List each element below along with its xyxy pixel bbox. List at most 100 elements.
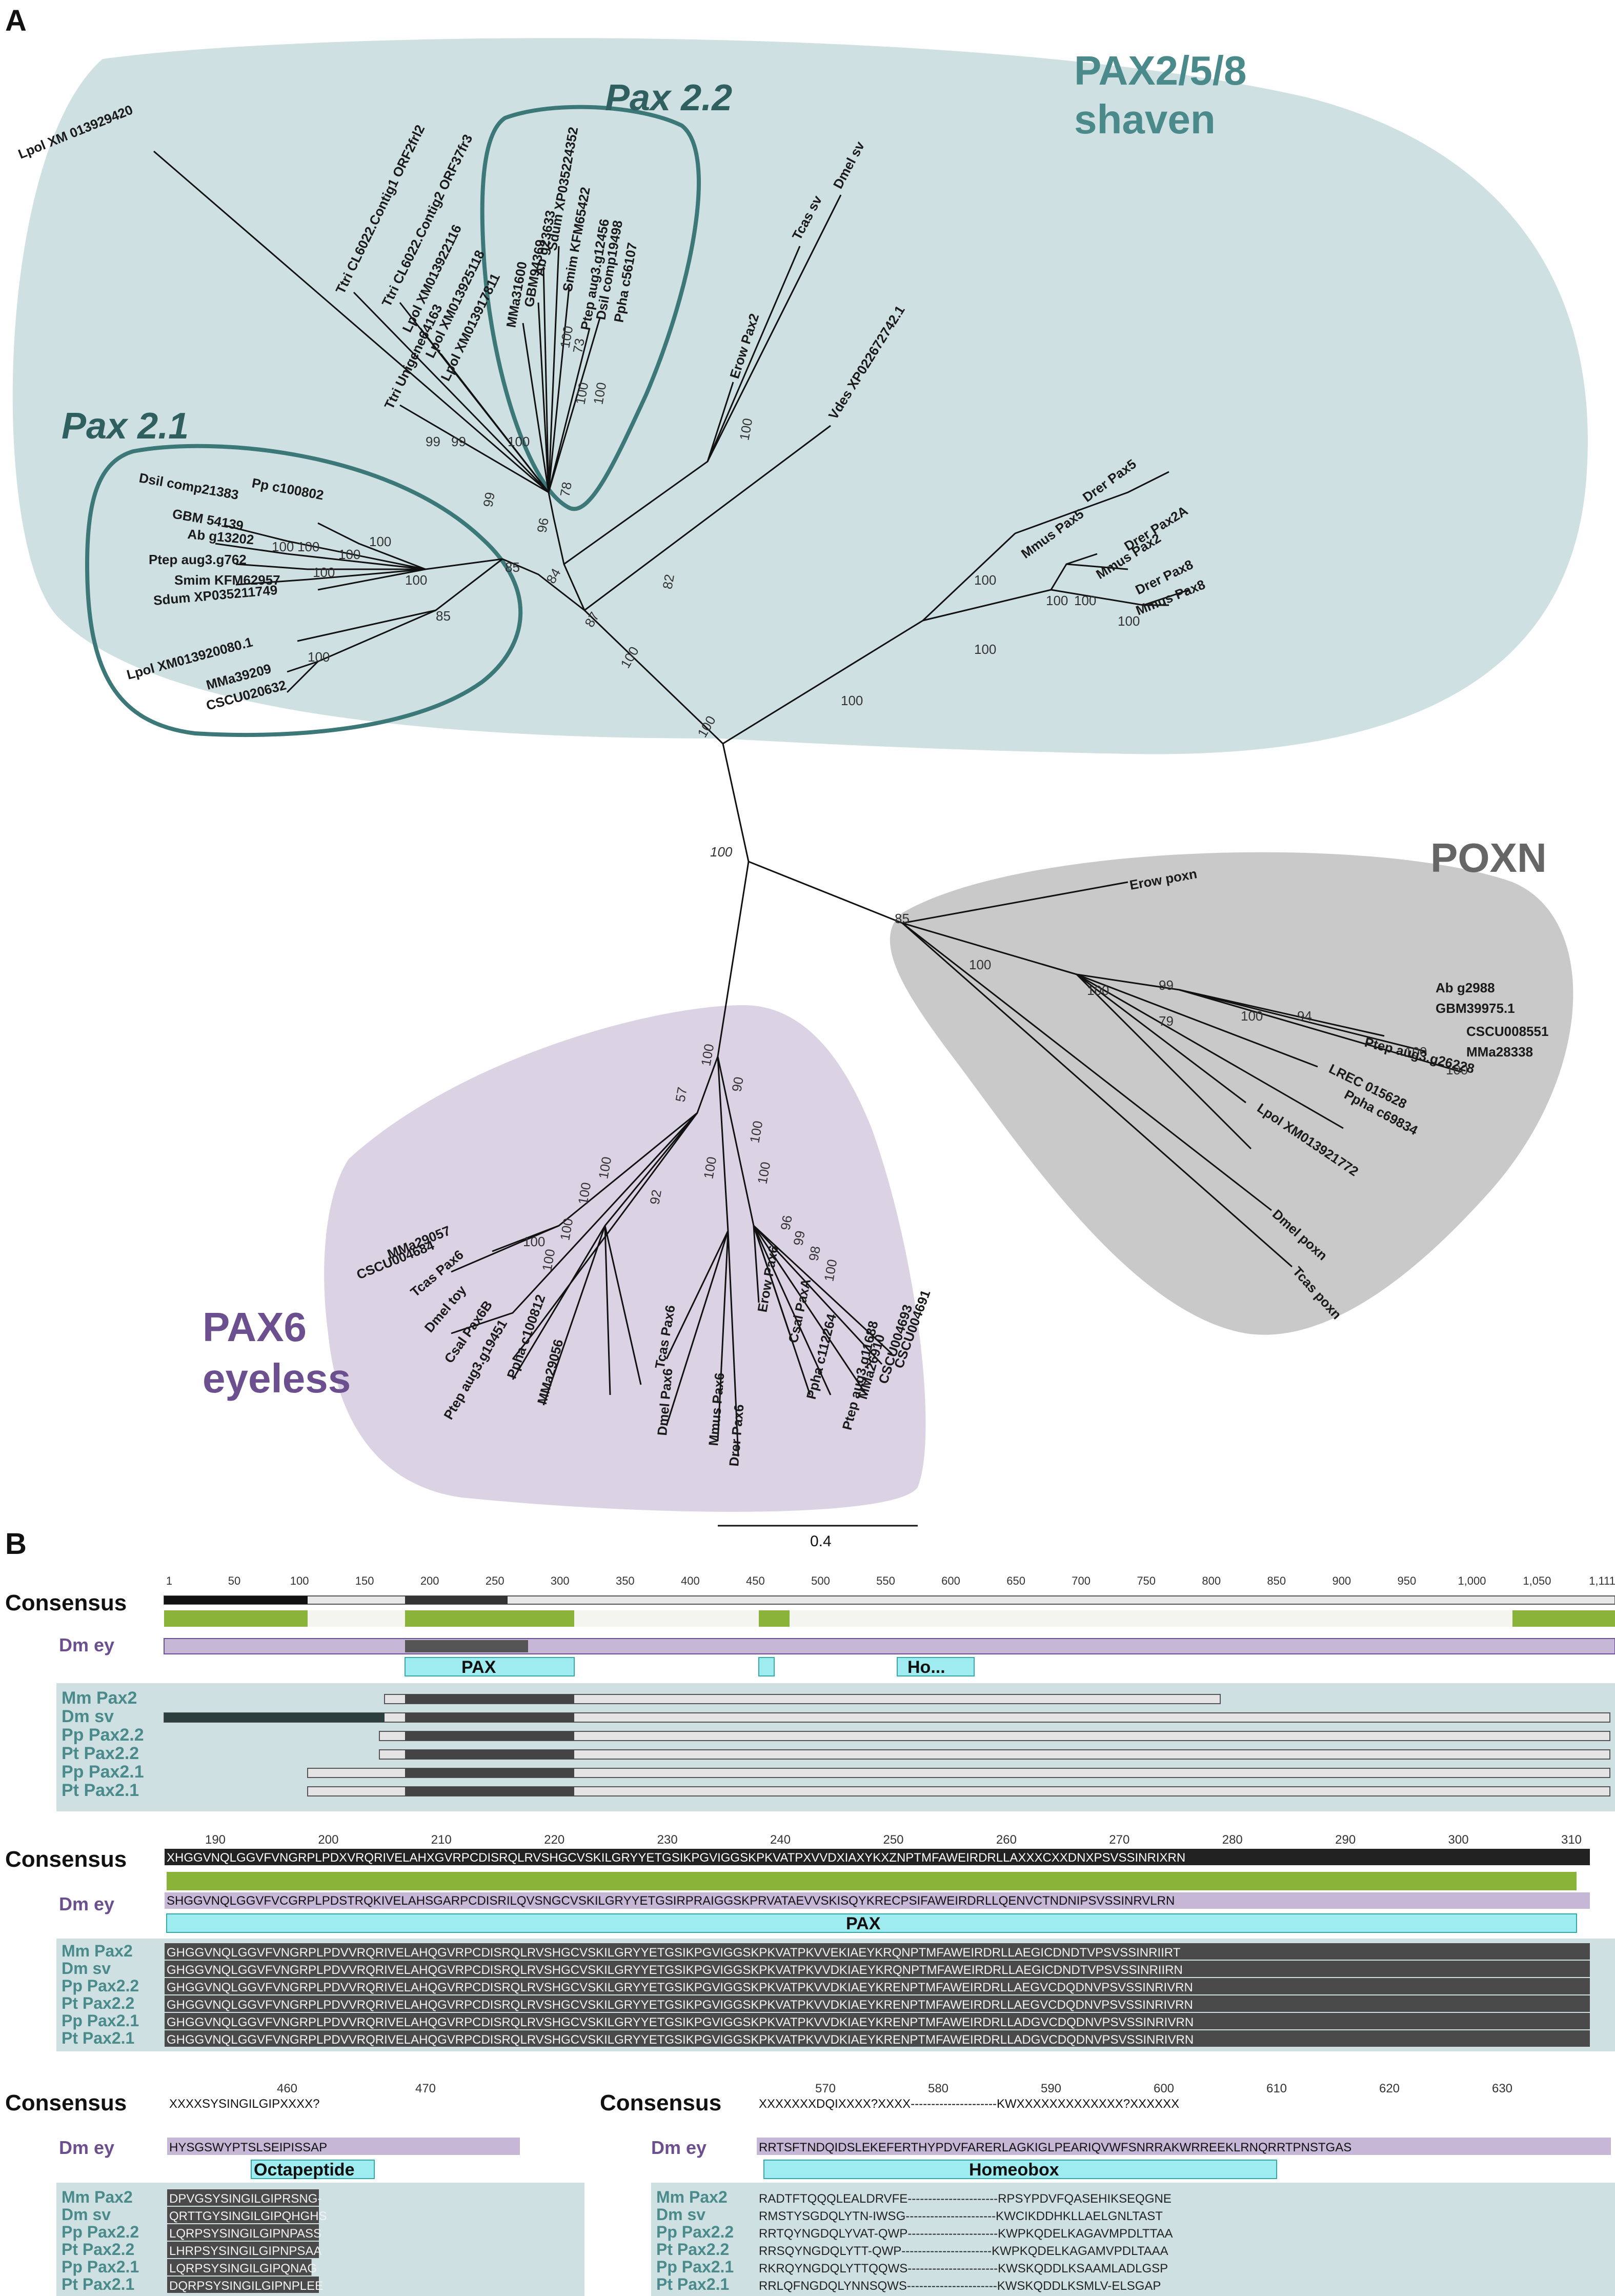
pax-consensus-seq: XHGGVNQLGGVFVNGRPLPDXVRQRIVELAHXGVRPCDIS… (167, 1851, 1185, 1865)
pax-sequence-block: XHGGVNQLGGVFVNGRPLPDXVRQRIVELAHXGVRPCDIS… (62, 1849, 1590, 2047)
svg-text:85: 85 (895, 911, 910, 926)
pax-domain-arrow (405, 1657, 575, 1676)
svg-text:100: 100 (698, 1043, 717, 1067)
species-label: Pt Pax2.1 (656, 2275, 729, 2293)
sequence-row: GHGGVNQLGGVFVNGRPLPDVVRQRIVELAHQGVRPCDIS… (167, 2015, 1194, 2029)
svg-text:100: 100 (557, 1217, 576, 1242)
svg-text:100: 100 (821, 1258, 840, 1283)
species-pax-block (405, 1713, 574, 1722)
sequence-bg (165, 1995, 1590, 2012)
svg-text:100: 100 (308, 649, 330, 665)
svg-text:100: 100 (590, 381, 609, 406)
species-label: Pt Pax2.1 (62, 1781, 139, 1800)
homeobox-bar (763, 2160, 1277, 2179)
ho-domain-arrow (897, 1657, 975, 1676)
svg-text:100: 100 (1405, 1044, 1427, 1060)
sequence-row: LQRPSYSINGILGIPNPASS (169, 2227, 321, 2241)
svg-text:100: 100 (1241, 1008, 1263, 1024)
svg-text:100: 100 (1446, 1062, 1468, 1077)
sequence-row: GHGGVNQLGGVFVNGRPLPDVVRQRIVELAHQGVRPCDIS… (167, 1998, 1193, 2012)
bootstrap-values: 100 85 100 100 87 84 96 85 99 99 99 100 … (272, 325, 1468, 1283)
ruler-tick: 250 (883, 1833, 903, 1847)
species-label: Pp Pax2.2 (62, 1976, 139, 1995)
leaf: CSCU008551 (1466, 1024, 1548, 1039)
ruler-tick: 470 (415, 2082, 436, 2095)
sequence-bg (165, 2013, 1590, 2029)
ruler-tick: 450 (746, 1574, 765, 1587)
sequence-row: RRSQYNGDQLYTT-QWP----------------------K… (759, 2244, 1168, 2258)
sequence-row: LHRPSYSINGILGIPNPSAA (169, 2244, 321, 2258)
ruler-tick: 150 (355, 1574, 374, 1587)
species-pax-block (405, 1694, 574, 1704)
overview-dmey-label: Dm ey (59, 1634, 114, 1655)
svg-text:100: 100 (710, 844, 733, 860)
species-label: Mm Pax2 (62, 1688, 137, 1708)
oct-dmey-bg (167, 2138, 520, 2155)
leaf: Ab g2988 (1436, 980, 1495, 995)
svg-text:96: 96 (777, 1214, 795, 1231)
ruler-tick: 300 (551, 1574, 570, 1587)
species-label: Pp Pax2.1 (62, 1762, 144, 1782)
species-label: Dm sv (656, 2205, 705, 2224)
pax6-subtitle: eyeless (203, 1355, 351, 1401)
hb-sequence-block: XXXXXXXDQIXXXX?XXXX---------------------… (656, 2097, 1611, 2293)
svg-text:100: 100 (297, 539, 319, 554)
sequence-bg (167, 2259, 312, 2275)
species-label: Pp Pax2.2 (656, 2223, 734, 2241)
scale-bar-label: 0.4 (810, 1533, 832, 1550)
species-label: Pp Pax2.1 (656, 2258, 734, 2276)
oct-consensus-label: Consensus (5, 2090, 127, 2115)
svg-text:100: 100 (1074, 593, 1096, 608)
ruler-tick: 1,000 (1458, 1574, 1486, 1587)
overview-dmey-bar (164, 1638, 1615, 1654)
pax6-title: PAX6 (203, 1304, 307, 1350)
svg-text:100: 100 (754, 1161, 773, 1185)
species-label: Pt Pax2.2 (62, 1744, 139, 1763)
svg-text:100: 100 (572, 381, 591, 406)
pax21-clade-outline (85, 444, 522, 737)
poxn-title: POXN (1430, 835, 1547, 881)
poxn-region (890, 852, 1573, 1335)
species-pax-block (405, 1731, 574, 1741)
svg-text:82: 82 (659, 573, 677, 590)
ruler-tick: 300 (1448, 1833, 1469, 1847)
sequence-bg (167, 2207, 319, 2223)
svg-text:85: 85 (505, 560, 520, 575)
svg-text:100: 100 (338, 547, 360, 562)
ruler-tick: 1 (166, 1574, 172, 1587)
oct-dmey-seq: HYSGSWYPTSLSEIPISSAP (169, 2141, 327, 2154)
species-label: Pt Pax2.1 (62, 2029, 134, 2047)
sequence-bg (167, 2224, 319, 2241)
ruler-tick: 50 (228, 1574, 240, 1587)
ruler-tick: 200 (420, 1574, 439, 1587)
ruler-tick: 200 (318, 1833, 338, 1847)
ruler-tick: 290 (1335, 1833, 1356, 1847)
hb-dmey-bg (757, 2138, 1611, 2155)
species-label: Dm sv (62, 1959, 111, 1978)
ruler-tick: 550 (876, 1574, 895, 1587)
sequence-bg (165, 1961, 1590, 1977)
sequence-bg (165, 1943, 1590, 1960)
sequence-row: DQRPSYSINGILGIPNPLEE (169, 2279, 323, 2293)
sequence-bg (167, 2277, 319, 2293)
ruler-tick: 190 (205, 1833, 226, 1847)
species-label: Pt Pax2.1 (62, 2275, 134, 2293)
species-label: Pt Pax2.2 (656, 2240, 729, 2259)
tree-branches (153, 150, 1462, 1457)
svg-text:99: 99 (451, 434, 466, 449)
sequence-bg (167, 2189, 319, 2206)
svg-text:79: 79 (1159, 1013, 1174, 1029)
ruler-tick: 400 (681, 1574, 700, 1587)
species-label: Pp Pax2.2 (62, 2223, 139, 2241)
species-label: Mm Pax2 (656, 2188, 728, 2206)
svg-text:100: 100 (523, 1234, 545, 1249)
ruler-tick: 210 (431, 1833, 452, 1847)
sequence-row: GHGGVNQLGGVFVNGRPLPDVVRQRIVELAHQGVRPCDIS… (167, 1981, 1193, 1994)
hb-dmey-label: Dm ey (651, 2137, 706, 2158)
ruler-tick: 220 (544, 1833, 564, 1847)
svg-text:100: 100 (272, 539, 294, 554)
